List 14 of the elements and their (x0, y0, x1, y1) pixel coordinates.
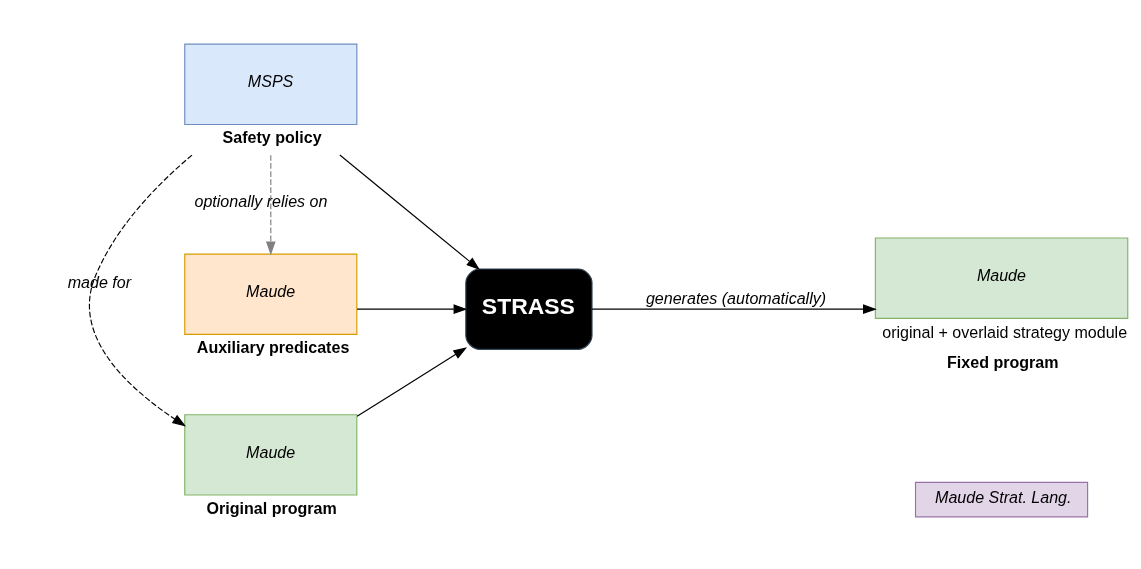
arrow (356, 347, 468, 417)
arrow (591, 304, 877, 314)
node-label: Safety policy (222, 128, 322, 147)
arrow (356, 304, 468, 314)
edge-label: optionally relies on (194, 192, 328, 211)
node-label: Fixed program (947, 352, 1059, 371)
node-label: Original program (206, 498, 337, 517)
edge-label: made for (67, 273, 132, 292)
edge-label: generates (automatically) (645, 288, 827, 307)
node-label: original + overlaid strategy module (882, 323, 1128, 342)
arrow (265, 154, 276, 256)
arrow (88, 154, 193, 427)
arrow (339, 154, 480, 270)
node-label: Auxiliary predicates (196, 337, 350, 356)
